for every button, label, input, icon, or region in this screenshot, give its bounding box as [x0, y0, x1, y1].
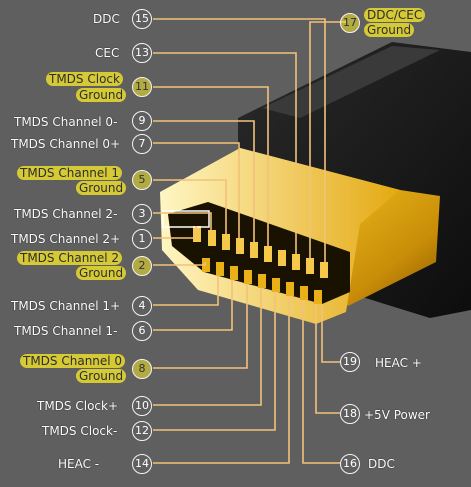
badge-pin-19: 19: [340, 352, 360, 372]
label-pin-6: TMDS Channel 1-: [14, 324, 118, 338]
badge-pin-12: 12: [132, 421, 152, 441]
label-pin-12: TMDS Clock-: [42, 424, 118, 438]
label-pin-10: TMDS Clock+: [37, 399, 119, 413]
badge-pin-9: 9: [132, 111, 152, 131]
label-pin-19: HEAC +: [375, 356, 422, 370]
badge-pin-2: 2: [132, 256, 152, 276]
contact-row-even: [202, 258, 322, 304]
label-pin-8-line2: Ground: [76, 369, 127, 383]
label-pin-2-line2: Ground: [76, 266, 127, 280]
badge-pin-1: 1: [132, 229, 152, 249]
label-pin-13: CEC: [95, 46, 120, 60]
badge-pin-14: 14: [132, 454, 152, 474]
label-pin-7: TMDS Channel 0+: [11, 137, 121, 151]
badge-pin-17: 17: [340, 13, 360, 33]
badge-pin-10: 10: [132, 396, 152, 416]
label-pin-1: TMDS Channel 2+: [11, 232, 121, 246]
label-pin-18: +5V Power: [364, 408, 430, 422]
badge-pin-15: 15: [132, 9, 152, 29]
pin-leader-lines: [153, 18, 347, 464]
cable-highlight: [262, 46, 440, 118]
badge-pin-18: 18: [340, 404, 360, 424]
badge-pin-8: 8: [132, 359, 152, 379]
pin-frame: [162, 210, 210, 228]
label-pin-5-line2: Ground: [76, 181, 127, 195]
badge-pin-3: 3: [132, 204, 152, 224]
label-pin-17-line1: DDC/CEC: [364, 8, 426, 22]
label-pin-8-line1: TMDS Channel 0: [20, 354, 126, 368]
label-pin-15: DDC: [93, 12, 120, 26]
badge-pin-16: 16: [340, 454, 360, 474]
label-pin-3: TMDS Channel 2-: [14, 207, 118, 221]
label-pin-17-line2: Ground: [364, 23, 415, 37]
badge-pin-7: 7: [132, 134, 152, 154]
label-pin-16: DDC: [368, 457, 395, 471]
badge-pin-13: 13: [132, 43, 152, 63]
label-pin-11-line1: TMDS Clock: [46, 72, 123, 86]
badge-pin-4: 4: [132, 296, 152, 316]
label-pin-5-line1: TMDS Channel 1: [17, 166, 123, 180]
label-pin-14: HEAC -: [58, 457, 100, 471]
label-pin-11-line2: Ground: [76, 88, 127, 102]
badge-pin-11: 11: [132, 77, 152, 97]
contact-row-odd: [193, 226, 328, 278]
label-pin-4: TMDS Channel 1+: [11, 299, 121, 313]
badge-pin-5: 5: [132, 170, 152, 190]
label-pin-9: TMDS Channel 0-: [14, 115, 118, 129]
label-pin-2-line1: TMDS Channel 2: [17, 251, 123, 265]
badge-pin-6: 6: [132, 321, 152, 341]
connector-cavity: [168, 202, 350, 304]
